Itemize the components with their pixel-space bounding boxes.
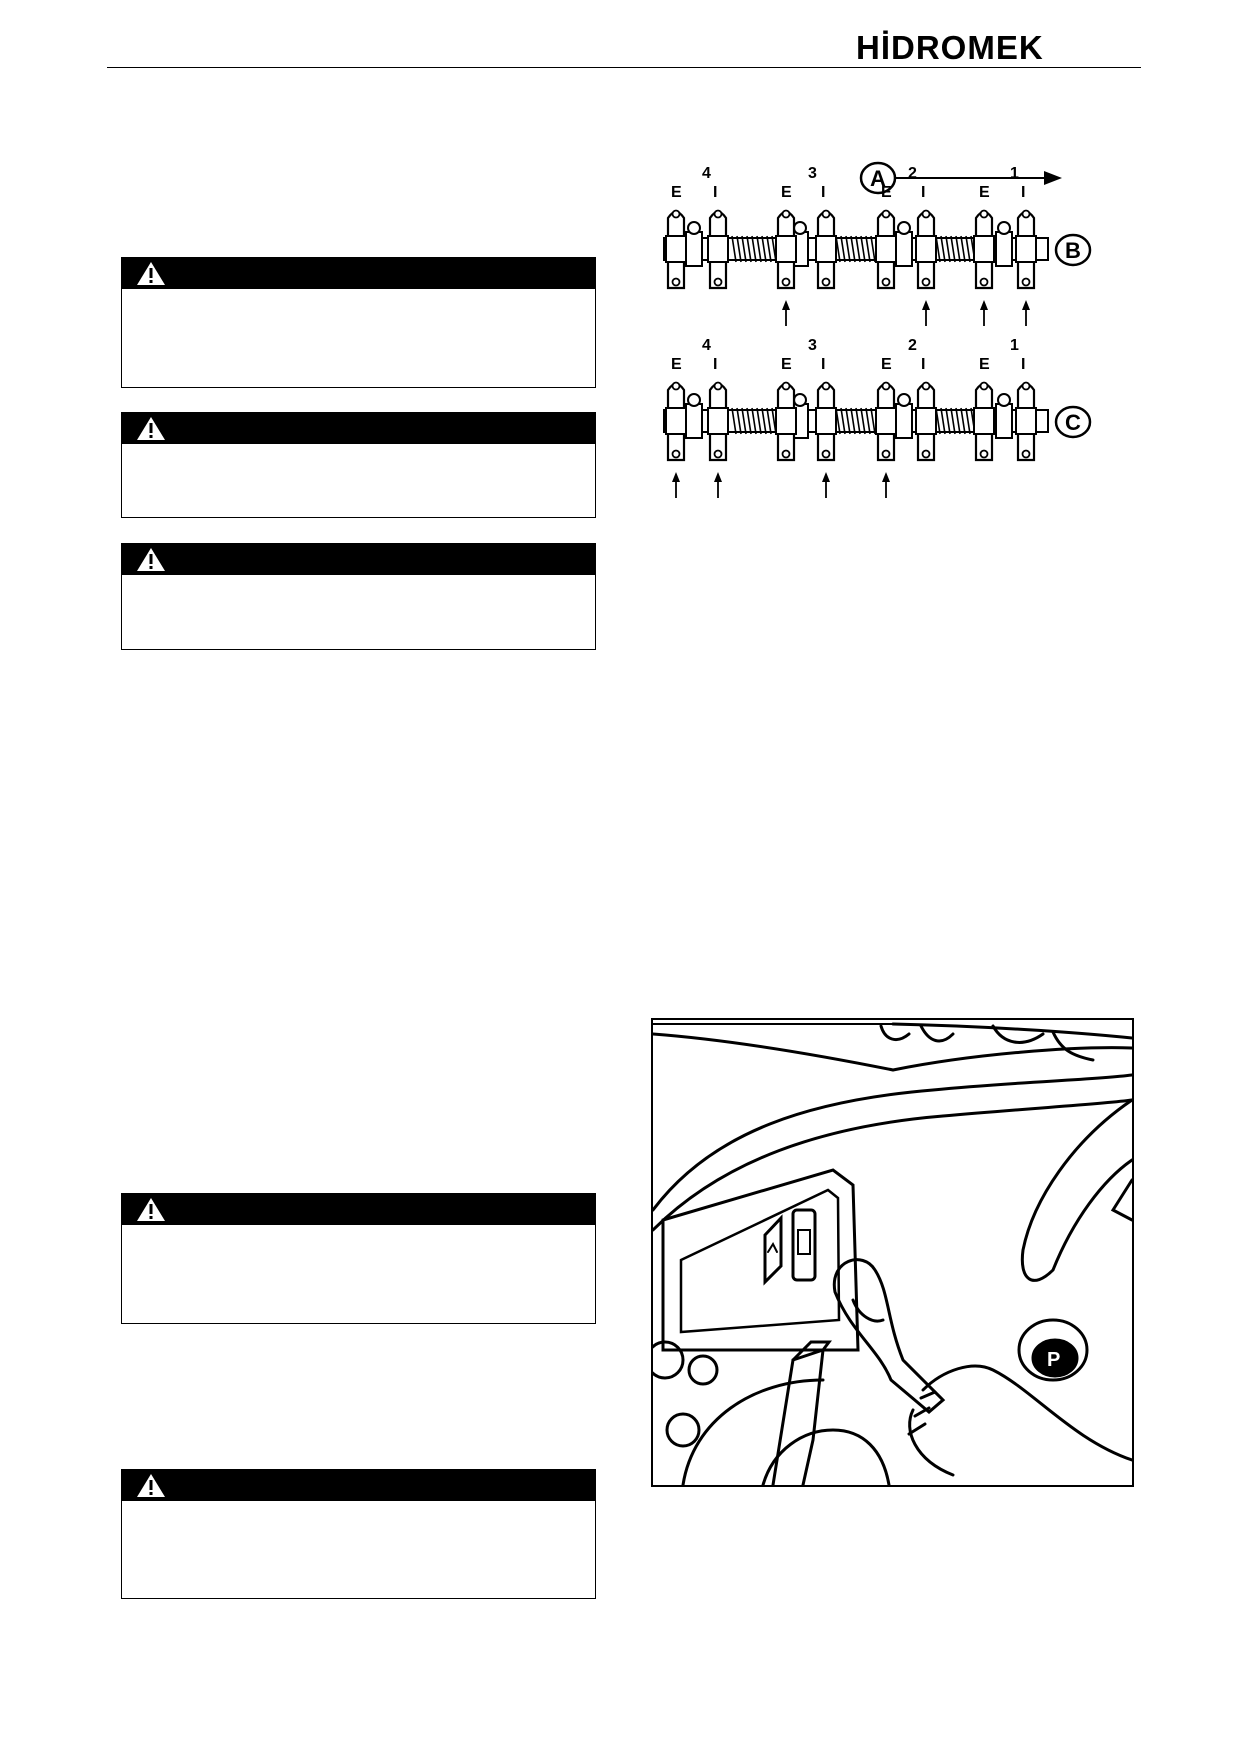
cab-lever-illustration: P bbox=[651, 1018, 1134, 1487]
rocker-arm bbox=[1015, 209, 1037, 290]
arrow-up-icon bbox=[922, 300, 930, 326]
rocker-row-c: 4 3 2 1E I E I E I E I C bbox=[663, 337, 1092, 498]
pedestal bbox=[995, 393, 1013, 439]
rocker-arm bbox=[1015, 381, 1037, 462]
warning-text bbox=[122, 444, 595, 517]
direction-arrow: A bbox=[859, 161, 1062, 195]
arrow-up-icon bbox=[672, 472, 680, 498]
rocker-arm bbox=[665, 209, 687, 290]
row-label: C bbox=[1054, 405, 1092, 439]
rocker-arm bbox=[915, 381, 937, 462]
spring bbox=[731, 235, 782, 263]
brand-logo: HİDROMEK bbox=[856, 29, 1132, 66]
valve-letter: E bbox=[979, 184, 990, 201]
rocker-arm bbox=[707, 381, 729, 462]
svg-text:P: P bbox=[1047, 1349, 1060, 1371]
pedestal bbox=[995, 221, 1013, 267]
warning-bar bbox=[122, 1470, 595, 1501]
arrow-up-icon bbox=[882, 472, 890, 498]
rocker-arm bbox=[815, 381, 837, 462]
rocker-arm bbox=[707, 209, 729, 290]
rocker-arm bbox=[875, 209, 897, 290]
warning-box-5 bbox=[121, 1469, 596, 1599]
valve-letter: I bbox=[713, 184, 717, 201]
rocker-arm bbox=[665, 381, 687, 462]
cylinder-number: 2 bbox=[908, 165, 917, 182]
pedestal bbox=[895, 393, 913, 439]
rocker-arm bbox=[973, 209, 995, 290]
brand-logo-text: HİDROMEK bbox=[856, 30, 1044, 62]
warning-box-2 bbox=[121, 412, 596, 518]
warning-bar bbox=[122, 413, 595, 444]
valve-letter: E bbox=[781, 184, 792, 201]
warning-text bbox=[122, 1501, 595, 1598]
valve-letter: E bbox=[979, 356, 990, 373]
valve-letter: I bbox=[821, 356, 825, 373]
cylinder-number: 2 bbox=[908, 337, 917, 354]
warning-triangle-icon bbox=[137, 548, 165, 571]
row-label: B bbox=[1054, 233, 1092, 267]
cylinder-number: 3 bbox=[808, 165, 817, 182]
arrow-up-icon bbox=[782, 300, 790, 326]
arrow-up-icon bbox=[1022, 300, 1030, 326]
valve-letter: I bbox=[1021, 184, 1025, 201]
rocker-row-b: 4 3 2 1E I E I E I E I B bbox=[663, 165, 1092, 326]
arrow-up-icon bbox=[822, 472, 830, 498]
rocker-arm bbox=[875, 381, 897, 462]
pedestal bbox=[685, 393, 703, 439]
warning-triangle-icon bbox=[137, 1474, 165, 1497]
warning-box-1 bbox=[121, 257, 596, 388]
cylinder-number: 4 bbox=[702, 337, 711, 354]
rocker-arm bbox=[815, 209, 837, 290]
valve-letter: E bbox=[881, 356, 892, 373]
rocker-arm bbox=[775, 381, 797, 462]
row-label-text: C bbox=[1065, 410, 1081, 435]
warning-text bbox=[122, 1225, 595, 1323]
spring bbox=[731, 407, 782, 435]
rocker-arm bbox=[973, 381, 995, 462]
valve-letter: E bbox=[881, 184, 892, 201]
cylinder-number: 4 bbox=[702, 165, 711, 182]
direction-label: A bbox=[870, 166, 886, 191]
warning-text bbox=[122, 289, 595, 387]
valve-letter: I bbox=[821, 184, 825, 201]
header-rule bbox=[107, 67, 1141, 68]
warning-triangle-icon bbox=[137, 262, 165, 285]
warning-triangle-icon bbox=[137, 1198, 165, 1221]
valve-letter: E bbox=[671, 184, 682, 201]
valve-letter: I bbox=[713, 356, 717, 373]
cylinder-number: 1 bbox=[1010, 165, 1019, 182]
warning-bar bbox=[122, 544, 595, 575]
warning-triangle-icon bbox=[137, 417, 165, 440]
warning-box-3 bbox=[121, 543, 596, 650]
warning-text bbox=[122, 575, 595, 649]
warning-bar bbox=[122, 1194, 595, 1225]
valve-letter: I bbox=[921, 356, 925, 373]
cylinder-number: 3 bbox=[808, 337, 817, 354]
arrow-up-icon bbox=[980, 300, 988, 326]
valve-letter: E bbox=[781, 356, 792, 373]
rocker-arm bbox=[915, 209, 937, 290]
cylinder-number: 1 bbox=[1010, 337, 1019, 354]
row-label-text: B bbox=[1065, 238, 1081, 263]
pedestal bbox=[895, 221, 913, 267]
arrow-up-icon bbox=[714, 472, 722, 498]
warning-bar bbox=[122, 258, 595, 289]
valve-letter: E bbox=[671, 356, 682, 373]
pedestal bbox=[685, 221, 703, 267]
warning-box-4 bbox=[121, 1193, 596, 1324]
valve-letter: I bbox=[1021, 356, 1025, 373]
rocker-arm bbox=[775, 209, 797, 290]
valve-letter: I bbox=[921, 184, 925, 201]
